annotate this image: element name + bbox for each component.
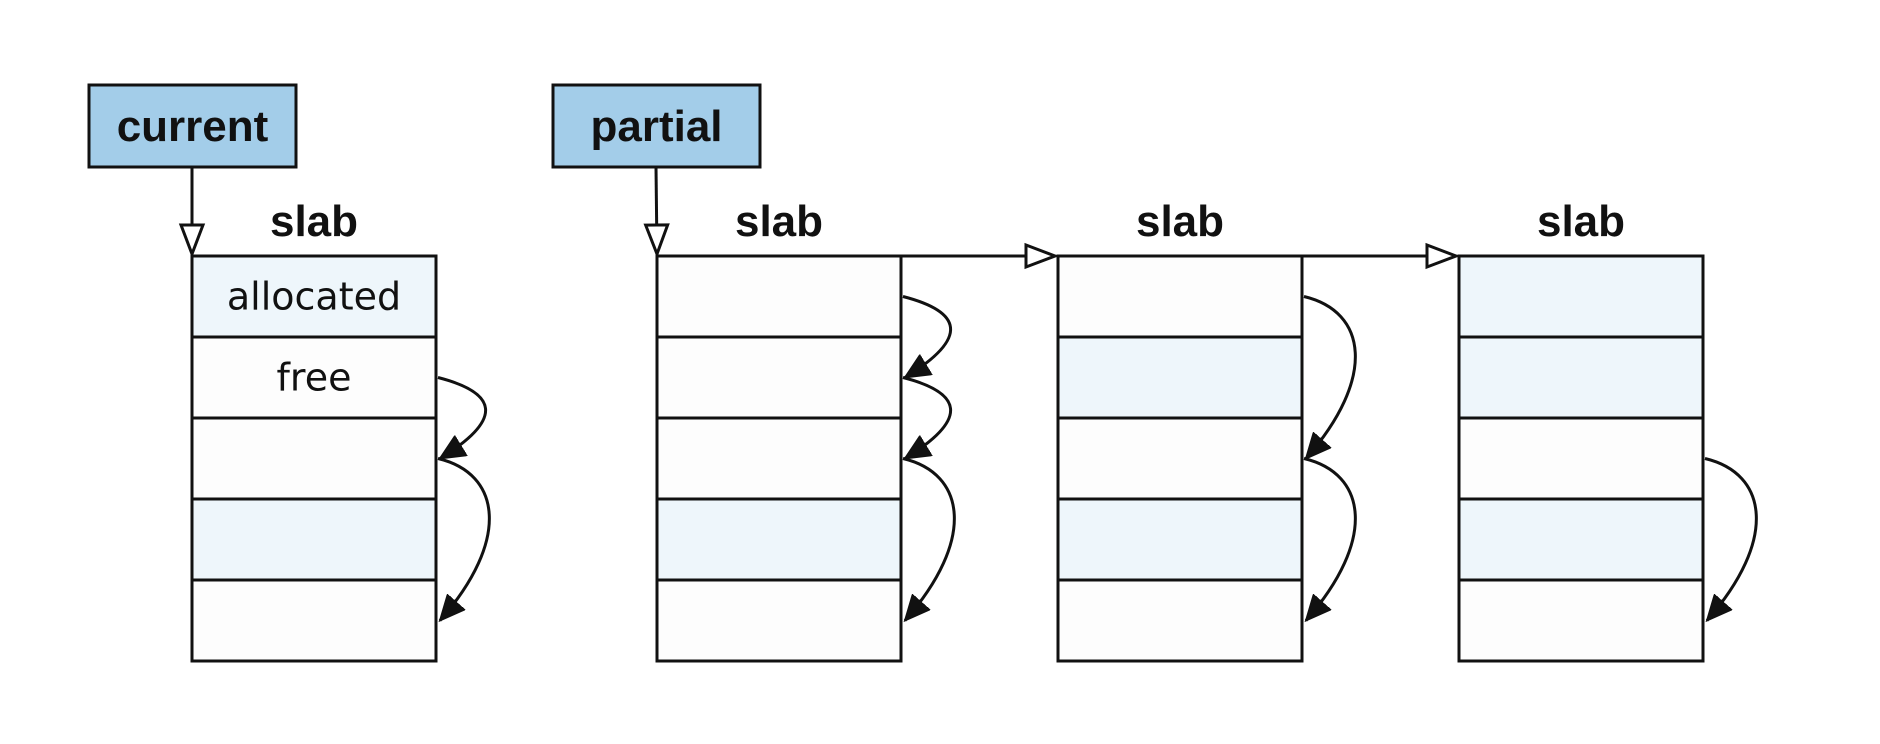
current-pointer-label: current bbox=[117, 102, 269, 151]
slab-title: slab bbox=[735, 197, 823, 246]
cell-label-allocated: allocated bbox=[227, 275, 401, 319]
slab-cell-allocated bbox=[655, 497, 903, 582]
slab-cell-allocated bbox=[190, 254, 438, 339]
slab-cell-free bbox=[1056, 578, 1304, 663]
slab-cell-allocated bbox=[1457, 497, 1705, 582]
cell-label-free: free bbox=[277, 356, 352, 400]
slab-2: slab bbox=[655, 197, 956, 663]
freelist-next-arrow bbox=[1303, 457, 1357, 621]
slab-4: slab bbox=[1457, 197, 1758, 663]
slabs-layer: slab allocated free slab slab slab bbox=[190, 197, 1758, 663]
freelist-next-arrow bbox=[1303, 295, 1357, 459]
slab-1: slab allocated free bbox=[190, 197, 491, 663]
slab-title: slab bbox=[270, 197, 358, 246]
slab-cell-free bbox=[655, 254, 903, 339]
slab-cell-free bbox=[190, 578, 438, 663]
slab-cell-free bbox=[190, 416, 438, 501]
freelist-next-arrow bbox=[902, 376, 953, 460]
slab-cell-free bbox=[655, 335, 903, 420]
slab-cell-allocated bbox=[1056, 497, 1304, 582]
freelist-next-arrow bbox=[902, 457, 956, 621]
slab-cell-allocated bbox=[190, 497, 438, 582]
slab-cell-free bbox=[1457, 416, 1705, 501]
slab-3: slab bbox=[1056, 197, 1357, 663]
slab-cell-free bbox=[655, 416, 903, 501]
freelist-next-arrow bbox=[902, 295, 953, 379]
slab-title: slab bbox=[1136, 197, 1224, 246]
freelist-next-arrow bbox=[437, 376, 488, 460]
slab-cell-allocated bbox=[1457, 335, 1705, 420]
slab-cell-allocated bbox=[1056, 335, 1304, 420]
partial-pointer: partial bbox=[551, 83, 762, 169]
partial-to-slab-arrow bbox=[656, 166, 657, 254]
partial-pointer-label: partial bbox=[590, 102, 722, 151]
slab-cell-allocated bbox=[1457, 254, 1705, 339]
slab-cell-free bbox=[1056, 416, 1304, 501]
freelist-next-arrow bbox=[1704, 457, 1758, 621]
slab-title: slab bbox=[1537, 197, 1625, 246]
slab-cell-free bbox=[1457, 578, 1705, 663]
slab-cell-free bbox=[1056, 254, 1304, 339]
slab-cell-free bbox=[655, 578, 903, 663]
freelist-next-arrow bbox=[437, 457, 491, 621]
current-pointer: current bbox=[87, 83, 298, 169]
